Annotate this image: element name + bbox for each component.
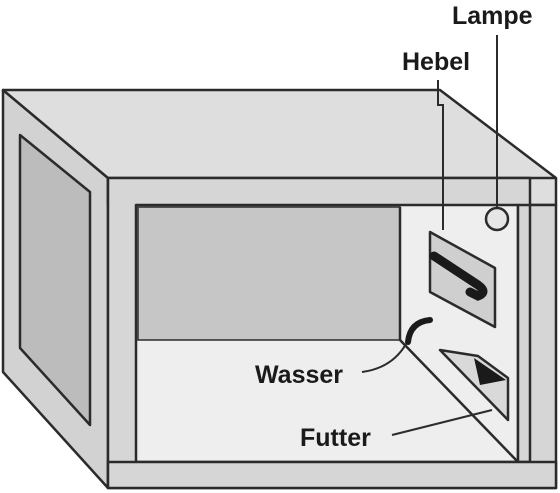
back-wall bbox=[137, 206, 401, 341]
side-window bbox=[18, 133, 92, 427]
lever-leader bbox=[437, 80, 444, 230]
lever bbox=[428, 230, 497, 329]
label-lamp: Lampe bbox=[452, 2, 533, 30]
label-food: Futter bbox=[300, 424, 371, 452]
lever-handle-icon bbox=[429, 251, 488, 301]
water-leader bbox=[361, 343, 407, 373]
lamp-icon bbox=[484, 206, 510, 232]
front-pillar bbox=[516, 203, 532, 464]
food-leader bbox=[391, 409, 493, 436]
label-water: Wasser bbox=[255, 361, 343, 389]
food-pellet-icon bbox=[474, 358, 506, 385]
water-spout bbox=[405, 317, 433, 345]
water-spout-icon bbox=[405, 317, 433, 345]
lamp bbox=[484, 206, 510, 232]
food-dispenser bbox=[438, 348, 510, 422]
food-tray bbox=[438, 348, 510, 422]
leader-lines bbox=[361, 35, 498, 436]
box-bottom-rail bbox=[106, 460, 558, 490]
label-lever: Hebel bbox=[402, 48, 470, 76]
